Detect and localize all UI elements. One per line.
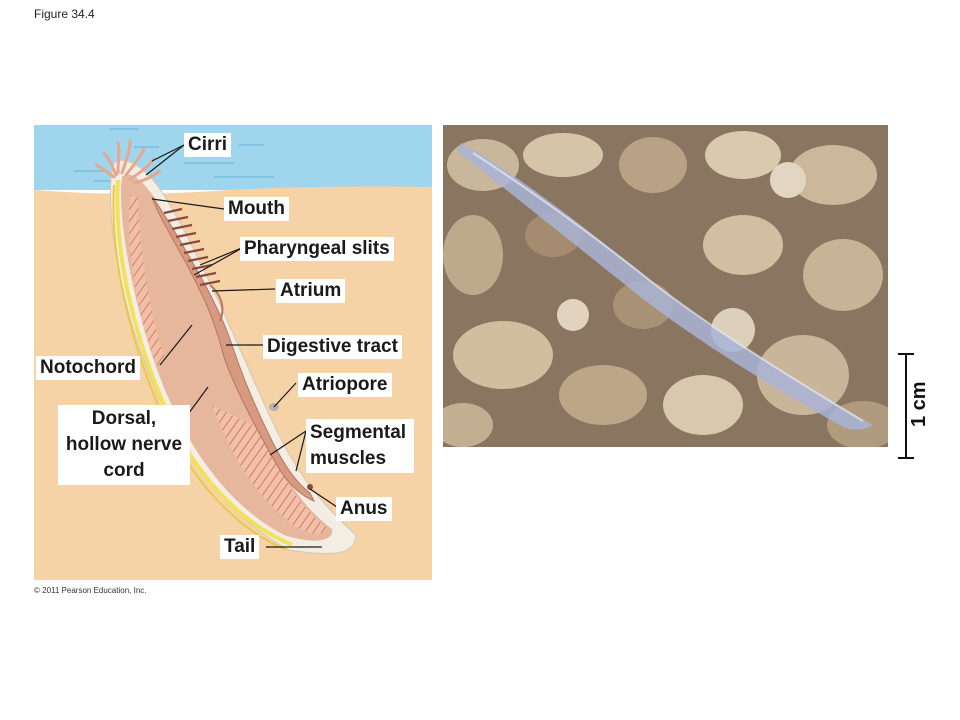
- label-pharyngeal-slits: Pharyngeal slits: [240, 237, 394, 261]
- dorsal-muscle-band: [129, 195, 166, 365]
- atrium-outline: [209, 284, 224, 322]
- label-cirri: Cirri: [184, 133, 232, 157]
- water-ripples: [74, 128, 274, 182]
- lancelet-photo: [443, 125, 888, 447]
- label-mouth: Mouth: [224, 197, 289, 221]
- shell-gravel: [443, 131, 888, 447]
- scale-bar-label: 1 cm: [908, 381, 930, 427]
- lancelet-body: [457, 143, 873, 430]
- label-dorsal-nerve-cord: Dorsal, hollow nerve cord: [58, 405, 190, 485]
- copyright-notice: © 2011 Pearson Education, Inc.: [34, 586, 147, 595]
- water-region: [34, 125, 432, 190]
- label-atriopore: Atriopore: [298, 373, 392, 397]
- cirri-tentacles: [94, 139, 162, 185]
- lancelet-photo-illustration: [443, 125, 888, 447]
- pharyngeal-slits: [163, 207, 221, 287]
- label-segmental-muscles: Segmental muscles: [306, 419, 414, 473]
- anus-mark: [307, 484, 313, 490]
- digestive-tract: [151, 196, 316, 502]
- scale-bar: [898, 353, 914, 459]
- label-notochord: Notochord: [36, 356, 141, 380]
- figure-label: Figure 34.4: [34, 7, 95, 21]
- lancelet-diagram: Cirri Mouth Pharyngeal slits Atrium Dige…: [34, 125, 432, 580]
- label-digestive-tract: Digestive tract: [263, 335, 402, 359]
- label-anus: Anus: [336, 497, 392, 521]
- segmental-muscle-band: [212, 405, 327, 534]
- label-tail: Tail: [220, 535, 260, 559]
- label-atrium: Atrium: [276, 279, 346, 303]
- notochord-line: [115, 179, 293, 547]
